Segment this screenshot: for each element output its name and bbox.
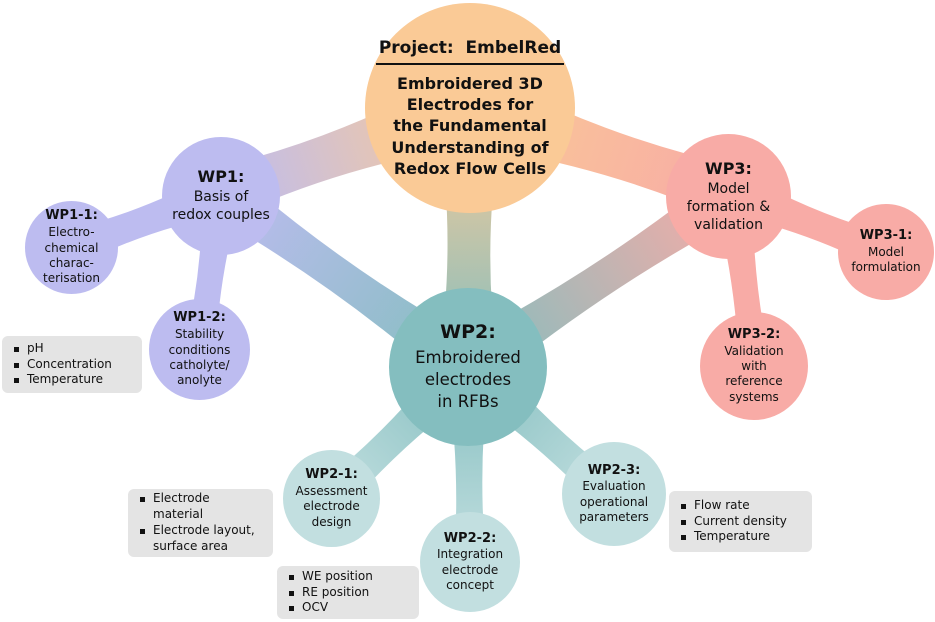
bullet-item: OCV: [287, 600, 413, 616]
node-wp2-1: WP2-1: Assessment electrode design: [283, 450, 380, 547]
bullet-item: pH: [12, 341, 136, 357]
details-list: WE position RE position OCV: [287, 569, 413, 616]
wp1-2-body: Stability conditions catholyte/ anolyte: [168, 327, 231, 388]
bullet-item: WE position: [287, 569, 413, 585]
wp2-title: WP2:: [440, 321, 496, 344]
wp1-1-title: WP1-1:: [45, 208, 98, 224]
node-wp3: WP3: Model formation & validation: [666, 134, 791, 259]
bullet-item: Flow rate: [679, 498, 806, 514]
wp3-2-title: WP3-2:: [727, 326, 781, 342]
node-wp1-2: WP1-2: Stability conditions catholyte/ a…: [149, 299, 250, 400]
wp2-2-title: WP2-2:: [443, 530, 497, 546]
bullet-item: Temperature: [679, 529, 806, 545]
details-box-wp2-2: WE position RE position OCV: [277, 566, 419, 619]
details-list: Electrode material Electrode layout, sur…: [138, 491, 267, 554]
wp2-body: Embroidered electrodes in RFBs: [415, 347, 521, 412]
wp1-title: WP1:: [197, 167, 245, 187]
wp3-2-body: Validation with reference systems: [724, 343, 784, 404]
node-wp2-3: WP2-3: Evaluation operational parameters: [562, 442, 666, 546]
bullet-item: Electrode layout, surface area: [138, 523, 267, 555]
wp1-1-body: Electro- chemical charac- terisation: [43, 225, 100, 286]
wp2-3-body: Evaluation operational parameters: [579, 479, 649, 525]
wp1-body: Basis of redox couples: [172, 189, 270, 224]
wp3-1-body: Model formulation: [851, 245, 921, 275]
project-description: Embroidered 3D Electrodes for the Fundam…: [391, 73, 549, 178]
node-wp2: WP2: Embroidered electrodes in RFBs: [389, 288, 547, 446]
wp3-title: WP3:: [705, 158, 752, 178]
node-wp1-1: WP1-1: Electro- chemical charac- terisat…: [25, 201, 118, 294]
wp2-3-title: WP2-3:: [587, 462, 641, 478]
wp3-1-title: WP3-1:: [859, 228, 913, 244]
wp2-1-body: Assessment electrode design: [295, 483, 368, 529]
bullet-item: Current density: [679, 514, 806, 530]
node-wp1: WP1: Basis of redox couples: [162, 137, 280, 255]
wp1-2-title: WP1-2:: [173, 310, 226, 326]
project-title: Project: EmbelRed: [375, 37, 565, 65]
node-project: Project: EmbelRed Embroidered 3D Electro…: [365, 3, 575, 213]
wp3-body: Model formation & validation: [686, 180, 771, 233]
details-list: Flow rate Current density Temperature: [679, 498, 806, 545]
bullet-item: Electrode material: [138, 491, 267, 523]
wp2-1-title: WP2-1:: [305, 467, 358, 483]
bullet-item: Temperature: [12, 372, 136, 388]
wp2-2-body: Integration electrode concept: [436, 547, 504, 593]
bullet-item: RE position: [287, 585, 413, 601]
details-box-wp2-3: Flow rate Current density Temperature: [669, 491, 812, 552]
details-box-wp1-2: pH Concentration Temperature: [2, 336, 142, 393]
bullet-item: Concentration: [12, 357, 136, 373]
node-wp2-2: WP2-2: Integration electrode concept: [420, 512, 520, 612]
node-wp3-1: WP3-1: Model formulation: [838, 204, 934, 300]
node-wp3-2: WP3-2: Validation with reference systems: [700, 312, 808, 420]
details-box-wp2-1: Electrode material Electrode layout, sur…: [128, 489, 273, 557]
details-list: pH Concentration Temperature: [12, 341, 136, 388]
